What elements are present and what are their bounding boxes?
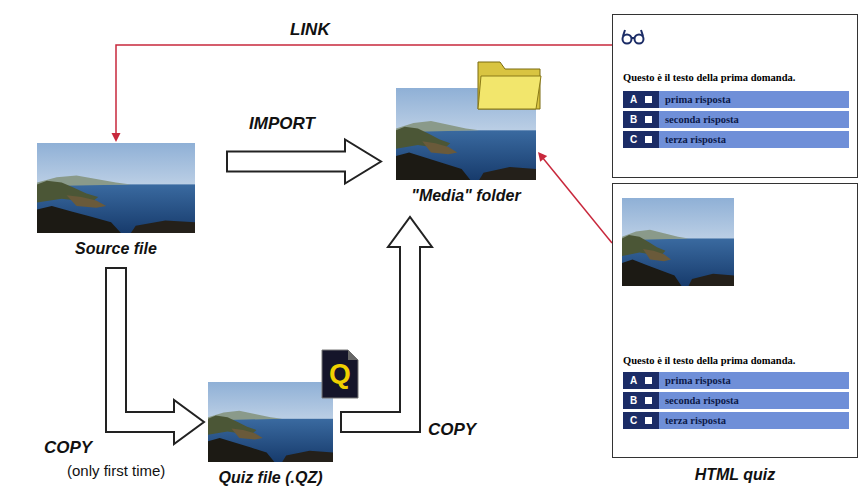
glasses-icon <box>623 30 644 44</box>
letter-cell <box>623 412 659 429</box>
edge-label: IMPORT <box>249 114 315 134</box>
answer-text: terza risposta <box>665 133 726 146</box>
landscape-picture <box>37 143 195 233</box>
caption-text: Source file <box>75 240 157 258</box>
landscape-picture <box>208 382 333 462</box>
quiz-file-image: Quiz file (.QZ) <box>208 382 333 462</box>
answer-text: seconda risposta <box>665 394 739 407</box>
arrow-head <box>538 152 547 162</box>
arrow-head <box>112 133 121 142</box>
question-text: Questo è il testo della prima domanda. <box>623 71 849 84</box>
checkbox-square <box>645 116 652 123</box>
source-image: Source file <box>37 143 195 233</box>
connector <box>112 45 613 142</box>
checkbox-square <box>645 417 652 424</box>
answer-row: Bseconda risposta <box>623 111 849 128</box>
quiz-panel: Questo è il testo della prima domanda.HT… <box>612 183 858 458</box>
checkbox-square <box>645 377 652 384</box>
connector <box>341 217 432 432</box>
question-text: Questo è il testo della prima domanda. <box>623 354 849 367</box>
letter-cell <box>623 131 659 148</box>
answer-letter: B <box>630 113 637 126</box>
caption-text: Quiz file (.QZ) <box>219 469 323 487</box>
answer-row: Aprima risposta <box>623 372 849 389</box>
answer-letter: C <box>630 414 637 427</box>
connector <box>106 268 204 444</box>
caption-text: "Media" folder <box>411 187 520 205</box>
answer-letter: C <box>630 133 637 146</box>
checkbox-square <box>645 136 652 143</box>
answer-letter: A <box>630 93 637 106</box>
answer-row: Aprima risposta <box>623 91 849 108</box>
hollow-arrow <box>227 140 381 184</box>
checkbox-square <box>645 96 652 103</box>
edge-label: COPY <box>428 420 476 440</box>
media-image: "Media" folder <box>396 88 536 180</box>
answer-text: terza risposta <box>665 414 726 427</box>
file-type-letter: Q <box>329 358 351 390</box>
landscape-picture <box>622 198 734 286</box>
answer-text: prima risposta <box>665 374 731 387</box>
link-line <box>543 158 612 243</box>
quiz-file-icon <box>322 350 358 398</box>
checkbox-square <box>645 397 652 404</box>
answer-letter: A <box>630 374 637 387</box>
answer-text: prima risposta <box>665 93 731 106</box>
note-text: (only first time) <box>67 462 165 479</box>
folder-icon <box>478 62 541 109</box>
hollow-arrow <box>106 268 204 444</box>
letter-cell <box>623 111 659 128</box>
answer-text: seconda risposta <box>665 113 739 126</box>
answer-row: Cterza risposta <box>623 131 849 148</box>
connector <box>538 152 612 243</box>
link-line <box>116 45 612 134</box>
answer-row: Bseconda risposta <box>623 392 849 409</box>
edge-label: LINK <box>290 20 330 40</box>
letter-cell <box>623 372 659 389</box>
answer-letter: B <box>630 394 637 407</box>
letter-cell <box>623 392 659 409</box>
quiz-panel: Questo è il testo della prima domanda. Ap… <box>612 14 858 178</box>
edge-label: COPY <box>44 438 92 458</box>
caption-text: HTML quiz <box>695 466 776 484</box>
letter-cell <box>623 91 659 108</box>
hollow-arrow <box>341 217 432 432</box>
connector <box>227 140 381 184</box>
answer-row: Cterza risposta <box>623 412 849 429</box>
